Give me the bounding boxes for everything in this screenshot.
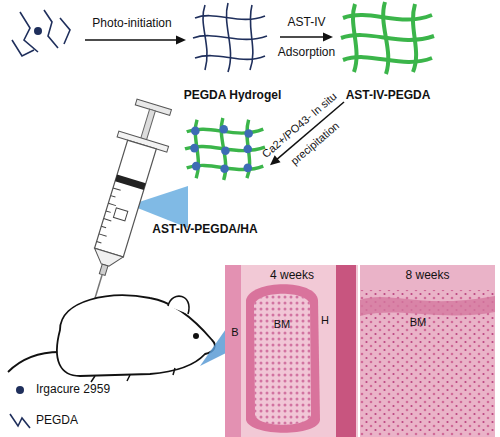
marrow-cells <box>360 290 495 437</box>
histology-image <box>225 265 495 437</box>
bone-trabecula <box>360 296 495 316</box>
arrow-head <box>270 155 281 165</box>
precursor-mixture <box>12 10 70 56</box>
arrow-line <box>277 102 344 159</box>
process-arrow <box>280 33 333 42</box>
node-label: AST-IV-PEGDA/HA <box>152 222 257 236</box>
hydrogel-network <box>193 3 267 72</box>
ha-dot <box>243 145 252 154</box>
ha-dot <box>219 125 228 134</box>
mouse <box>8 295 215 382</box>
process-label: Photo-initiation <box>84 16 180 30</box>
ha-dot <box>243 164 252 173</box>
network-strand <box>250 5 253 70</box>
arrow-head <box>323 33 333 42</box>
network-strand <box>203 5 207 70</box>
green-network-ha <box>185 118 265 180</box>
ha-particles <box>190 125 253 173</box>
histology-panel: 4 weeks <box>225 265 359 437</box>
process-arrow <box>270 102 344 165</box>
pegda-chain <box>60 18 70 44</box>
mouse-tail <box>8 352 60 372</box>
histology-panel: 8 weeks <box>360 265 495 437</box>
syringe <box>69 97 179 308</box>
arrow-head <box>176 36 186 45</box>
node-label: 4 weeks <box>270 265 314 282</box>
plunger-rubber <box>115 175 146 190</box>
tissue-label: H <box>318 314 332 326</box>
ha-dot <box>190 144 199 153</box>
hydrogel-node: PEGDA Hydrogel <box>185 2 280 102</box>
tissue-label: BM <box>404 316 432 328</box>
bone-band <box>246 284 320 433</box>
barrel-window <box>113 208 127 221</box>
needle-hub <box>99 264 108 275</box>
legend-chain-sample <box>10 414 30 428</box>
network-strand <box>195 16 265 20</box>
arrow-line <box>280 36 324 38</box>
tissue-background <box>360 265 495 437</box>
node-label: 8 weeks <box>405 265 449 282</box>
legend-text: Irgacure 2959 <box>36 382 110 396</box>
zoom-wedge <box>200 326 228 366</box>
hydrogel-node: AST-IV-PEGDA/HA <box>140 118 270 236</box>
legend-text: PEGDA <box>36 413 78 427</box>
edge-label: AST-IV Adsorption <box>271 7 343 67</box>
network-strand <box>226 3 230 72</box>
ha-dot <box>220 164 229 173</box>
ha-dot <box>192 162 201 171</box>
ha-dot <box>191 127 200 136</box>
pegda-chain <box>12 40 34 56</box>
hydrogel-node: AST-IV-PEGDA <box>333 2 443 102</box>
tissue-label: B <box>228 326 242 338</box>
mouse-feet <box>91 368 175 382</box>
mouse-ear <box>168 296 189 314</box>
marrow-region <box>254 294 311 425</box>
bone-band <box>336 265 356 437</box>
green-network <box>341 2 434 74</box>
marrow-cells <box>254 294 311 425</box>
green-network <box>185 118 265 180</box>
barrel <box>95 140 157 257</box>
bone-tissue <box>225 265 241 437</box>
node-label: PEGDA Hydrogel <box>184 88 282 102</box>
ha-dot <box>221 146 230 155</box>
panel-divider <box>358 265 360 437</box>
ha-dot <box>244 129 253 138</box>
node-label: AST-IV-PEGDA <box>346 88 431 102</box>
tissue-label: BM <box>268 318 296 330</box>
network-strand <box>193 36 267 40</box>
graduation-marks <box>97 188 121 244</box>
tissue-background <box>225 265 495 437</box>
initiator-dot <box>34 27 42 35</box>
mouse-eye <box>193 333 199 339</box>
process-arrow <box>85 39 177 41</box>
legend-dot-sample <box>16 386 24 394</box>
pegda-chain <box>44 10 58 48</box>
mouse-body <box>57 295 215 376</box>
